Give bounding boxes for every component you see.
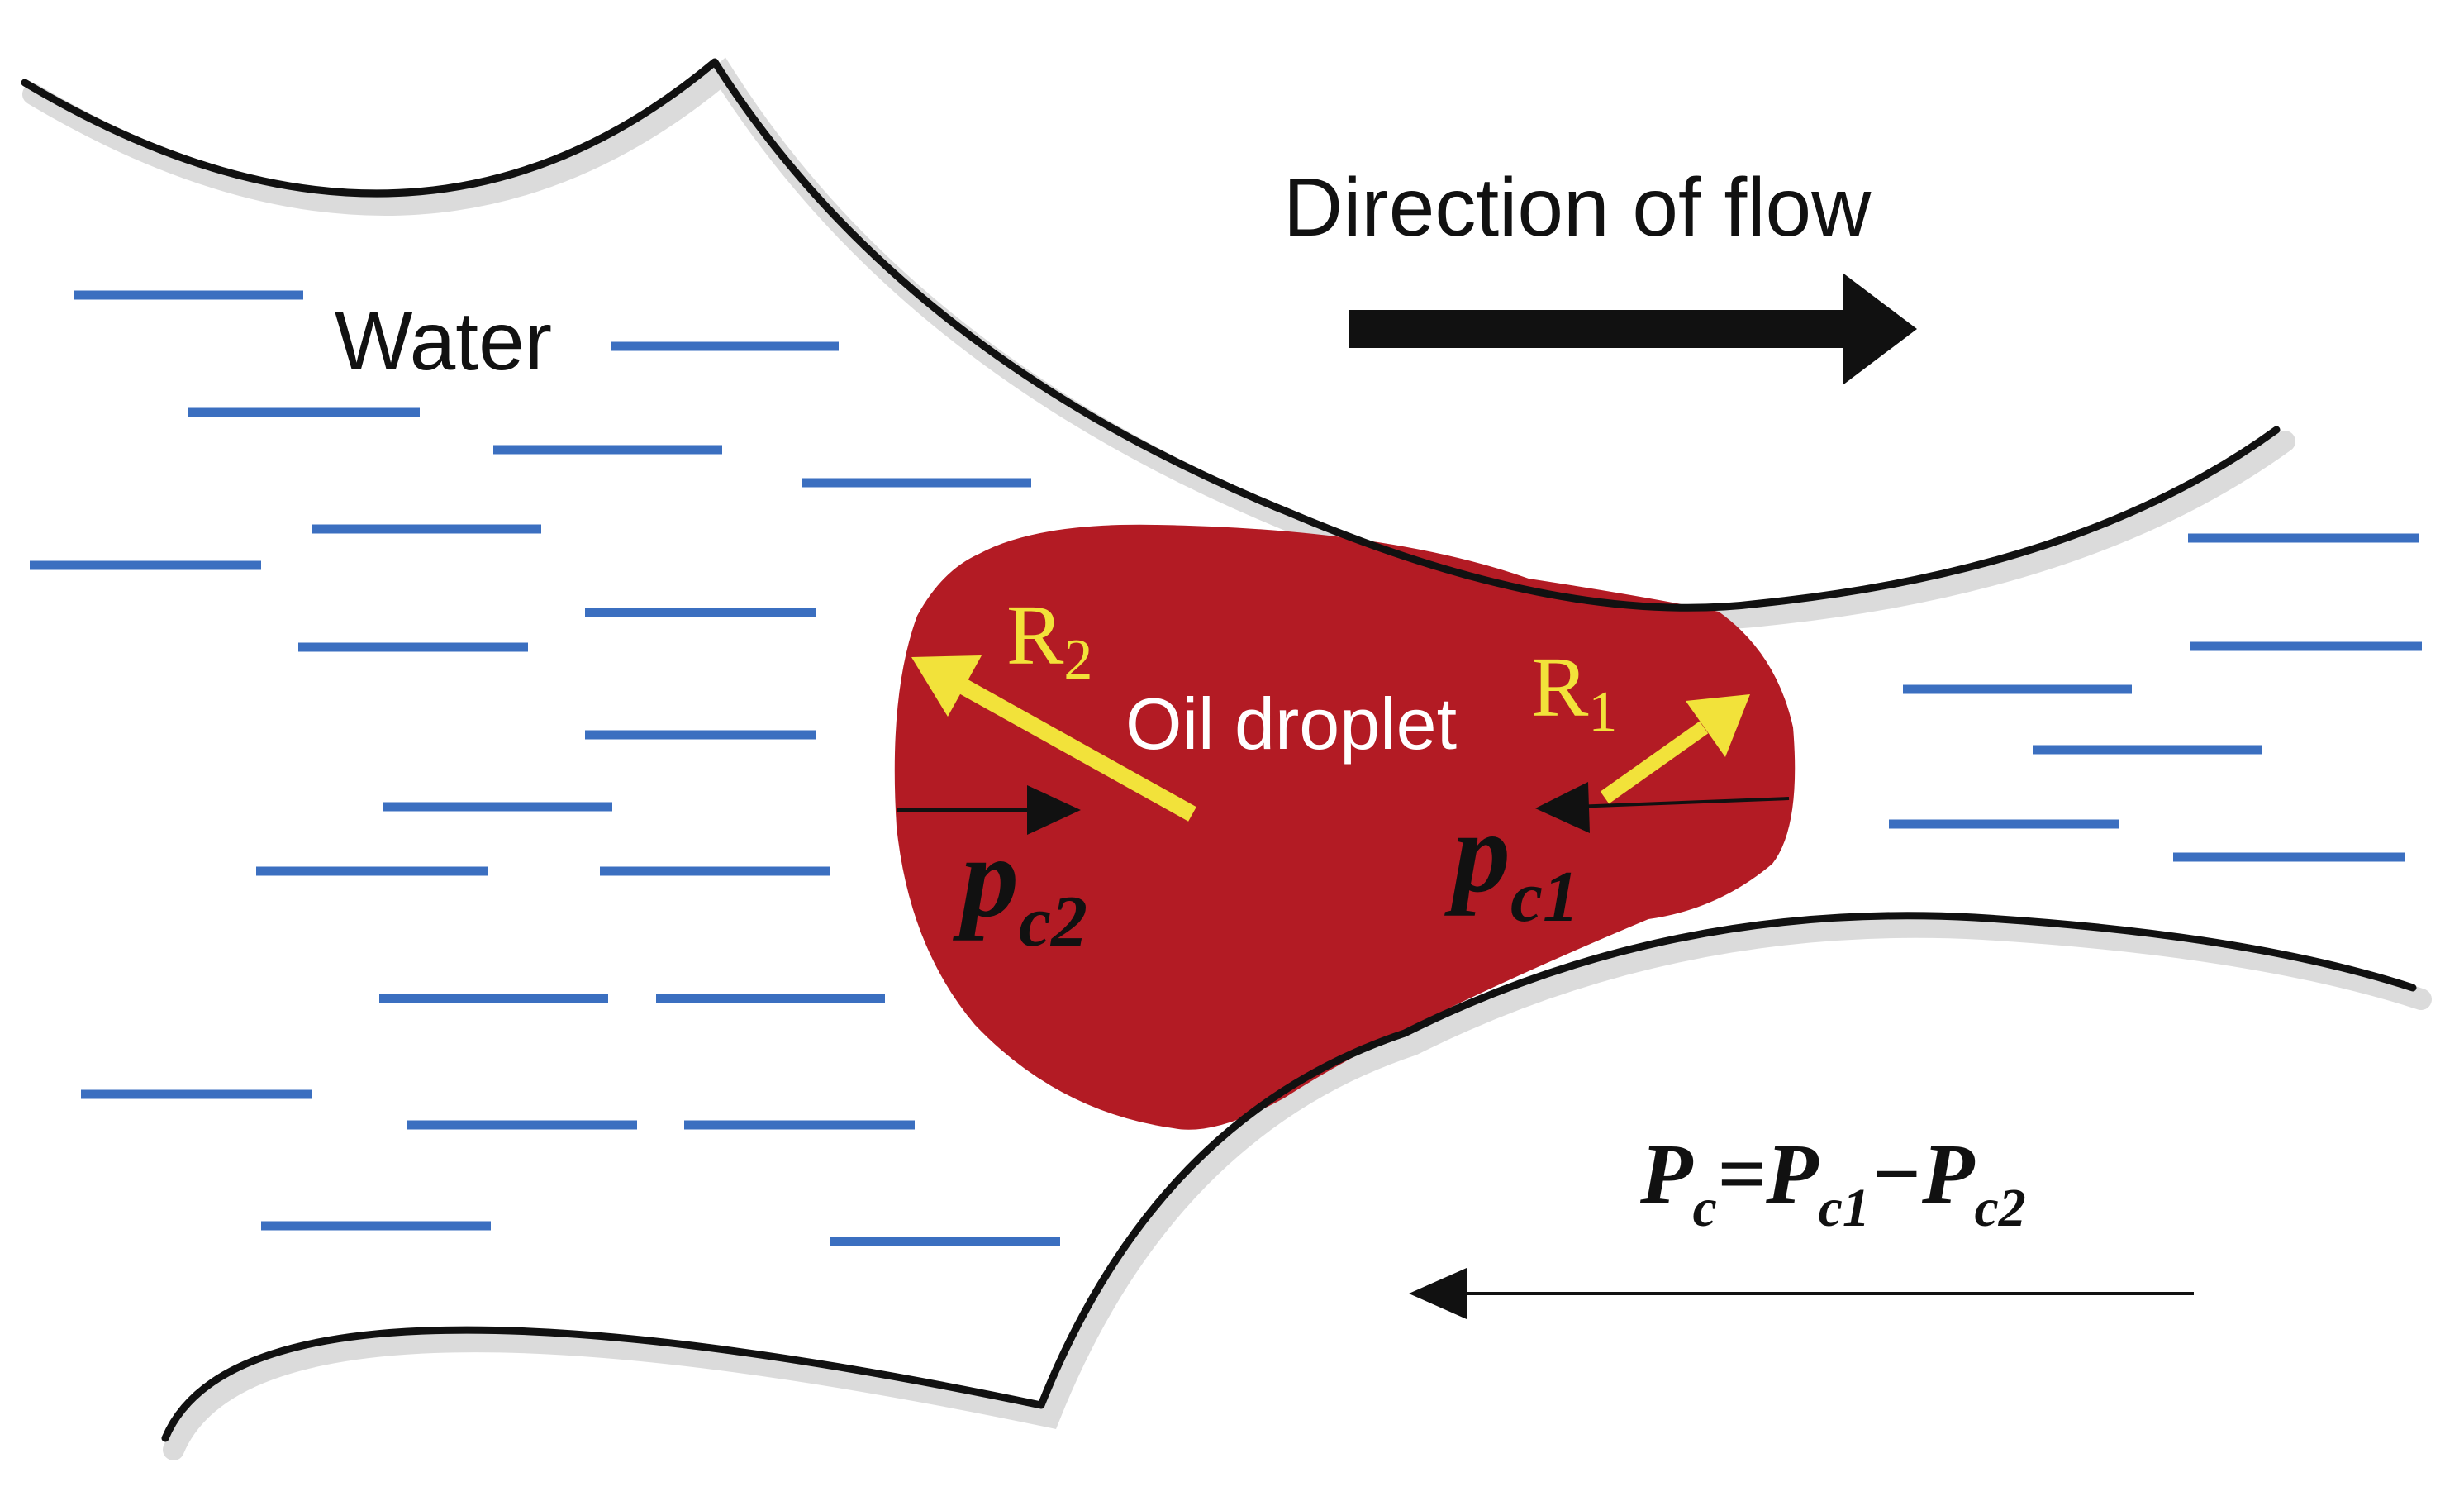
water-label: Water (335, 295, 552, 388)
r1-letter: R (1531, 640, 1589, 735)
net-arrow-head (1409, 1268, 1467, 1319)
r2-label: R2 (1006, 588, 1092, 692)
pc2-subscript: c2 (1019, 882, 1087, 962)
formula-p: P (1639, 1127, 1694, 1222)
radius-arrows (911, 655, 1750, 822)
net-pressure-arrow (1409, 1268, 2194, 1319)
flow-direction-label: Direction of flow (1283, 161, 1872, 254)
lower-grain-wall (161, 912, 2417, 1442)
capillary-pressure-formula: Pc=Pc1−Pc2 (1639, 1127, 2026, 1238)
r1-arrow-shaft (1600, 721, 1709, 804)
capillary-pressure-arrows (897, 782, 1790, 835)
pc2-arrow-head (1027, 785, 1081, 835)
pc1-arrow-head (1535, 782, 1590, 833)
oil-droplet-label: Oil droplet (1125, 683, 1457, 765)
formula-sub-c2: c2 (1974, 1178, 2025, 1238)
formula-sub-c1: c1 (1819, 1178, 1870, 1238)
pc2-letter: p (953, 813, 1019, 941)
r2-letter: R (1006, 588, 1064, 683)
r1-arrow-head (1686, 694, 1750, 757)
formula-sub-c: c (1693, 1178, 1717, 1238)
r2-subscript: 2 (1063, 628, 1092, 692)
pore-walls (21, 58, 2417, 1442)
formula-minus: − (1870, 1127, 1922, 1222)
r1-label: R1 (1531, 640, 1617, 744)
pc1-letter: p (1444, 789, 1510, 917)
pc2-label: pc2 (953, 813, 1087, 962)
r2-arrow-head (911, 655, 982, 717)
pc1-label: pc1 (1444, 789, 1579, 937)
upper-grain-wall (21, 58, 2281, 612)
r2-arrow-shaft (958, 679, 1196, 822)
wall-shadows (22, 57, 2432, 1460)
formula-equals: = (1717, 1127, 1766, 1222)
pc1-arrow-shaft (1573, 797, 1790, 808)
flow-arrow-head (1843, 273, 1917, 385)
formula-pc2: P (1921, 1127, 1976, 1222)
water-dashes (30, 290, 2422, 1246)
oil-droplet-shape (894, 524, 1796, 1130)
flow-arrow-shaft (1349, 310, 1855, 348)
formula-pc1: P (1765, 1127, 1819, 1222)
flow-direction-arrow (1349, 273, 1917, 385)
pc1-subscript: c1 (1510, 857, 1579, 937)
r1-subscript: 1 (1588, 680, 1617, 744)
